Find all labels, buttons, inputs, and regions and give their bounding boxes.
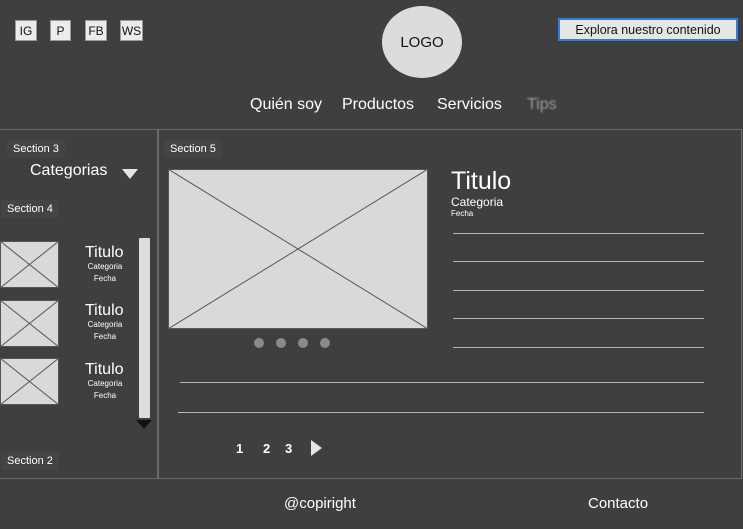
featured-image-placeholder[interactable] <box>168 169 428 329</box>
item-title[interactable]: Titulo <box>85 244 124 261</box>
article-date: Fecha <box>451 209 474 218</box>
sidebar-scrollbar[interactable] <box>139 238 150 418</box>
item-category: Categoria <box>87 379 123 388</box>
scroll-down-arrow-icon[interactable] <box>136 420 152 429</box>
logo[interactable]: LOGO <box>382 6 462 78</box>
header-divider <box>0 129 743 130</box>
right-border <box>741 130 742 478</box>
text-line-placeholder <box>453 261 704 262</box>
sidebar-divider <box>157 130 159 478</box>
section-4-tag: Section 4 <box>1 200 59 218</box>
text-line-placeholder <box>178 412 704 413</box>
instagram-button[interactable]: IG <box>15 20 37 41</box>
item-category: Categoria <box>87 320 123 329</box>
categories-dropdown-label[interactable]: Categorias <box>30 162 108 179</box>
item-thumbnail-placeholder[interactable] <box>0 358 59 405</box>
item-title[interactable]: Titulo <box>85 361 124 378</box>
pinterest-button[interactable]: P <box>50 20 71 41</box>
facebook-button[interactable]: FB <box>85 20 107 41</box>
article-title[interactable]: Titulo <box>451 167 512 195</box>
section-2-tag: Section 2 <box>1 452 59 470</box>
item-category: Categoria <box>87 262 123 271</box>
item-thumbnail-placeholder[interactable] <box>0 300 59 347</box>
carousel-dot[interactable] <box>298 338 308 348</box>
chevron-down-icon[interactable] <box>122 169 138 179</box>
section-3-tag: Section 3 <box>7 140 65 158</box>
contact-link[interactable]: Contacto <box>588 495 649 512</box>
item-date: Fecha <box>93 391 117 400</box>
text-line-placeholder <box>453 233 704 234</box>
nav-servicios[interactable]: Servicios <box>437 96 502 113</box>
page-2[interactable]: 2 <box>263 441 271 456</box>
explore-content-button[interactable]: Explora nuestro contenido <box>558 18 738 41</box>
footer-divider <box>0 478 743 479</box>
carousel-dot[interactable] <box>320 338 330 348</box>
page-3[interactable]: 3 <box>285 441 293 456</box>
item-title[interactable]: Titulo <box>85 302 124 319</box>
text-line-placeholder <box>453 347 704 348</box>
nav-tips[interactable]: Tips <box>527 96 557 113</box>
item-date: Fecha <box>93 274 117 283</box>
whatsapp-button[interactable]: WS <box>120 20 143 41</box>
nav-quien-soy[interactable]: Quién soy <box>250 96 323 113</box>
text-line-placeholder <box>180 382 704 383</box>
item-date: Fecha <box>93 332 117 341</box>
text-line-placeholder <box>453 290 704 291</box>
section-5-tag: Section 5 <box>164 140 222 158</box>
item-thumbnail-placeholder[interactable] <box>0 241 59 288</box>
text-line-placeholder <box>453 318 704 319</box>
nav-productos[interactable]: Productos <box>342 96 415 113</box>
next-page-icon[interactable] <box>311 440 322 456</box>
carousel-dot[interactable] <box>254 338 264 348</box>
page-1[interactable]: 1 <box>236 441 244 456</box>
carousel-dot[interactable] <box>276 338 286 348</box>
article-category: Categoria <box>451 195 504 209</box>
copyright-text: @copiright <box>284 495 356 512</box>
